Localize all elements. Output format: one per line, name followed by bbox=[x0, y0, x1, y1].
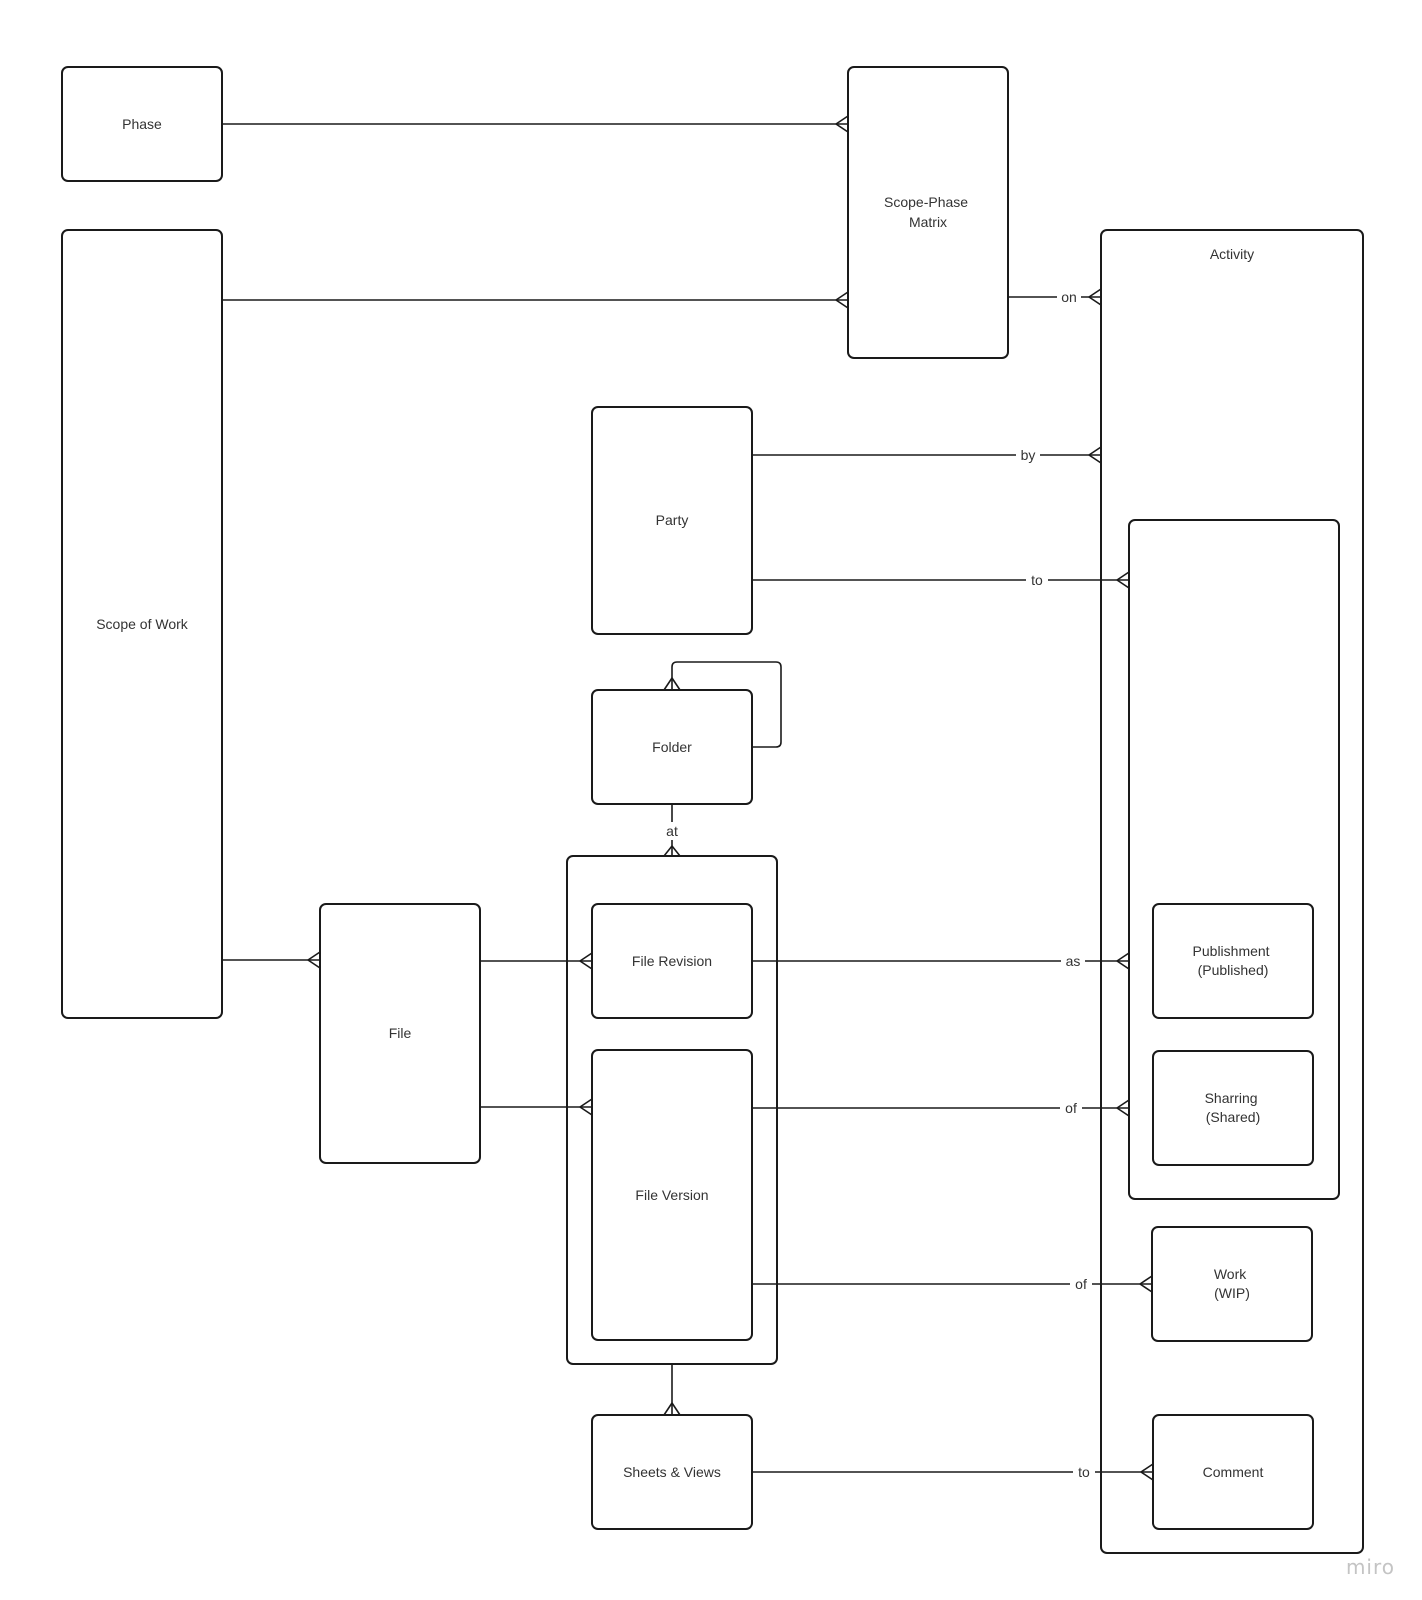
scope-phase-matrix-label: Scope-Phase Matrix bbox=[884, 194, 972, 230]
scope-of-work-entity[interactable] bbox=[61, 229, 223, 1019]
entity-boxes bbox=[61, 66, 1364, 1554]
publishment-label: Publishment (Published) bbox=[1193, 943, 1274, 978]
file-label: File bbox=[389, 1025, 412, 1041]
rel-label-of: of bbox=[1065, 1100, 1077, 1116]
work-label: Work (WIP) bbox=[1214, 1266, 1250, 1301]
publishment-entity[interactable] bbox=[1152, 903, 1314, 1019]
rel-label-on: on bbox=[1061, 289, 1077, 305]
crows-foot-icon bbox=[1139, 1275, 1153, 1293]
crows-foot-icon bbox=[579, 952, 593, 970]
crows-foot-icon bbox=[307, 951, 321, 969]
crows-foot-icon bbox=[1088, 446, 1102, 464]
crows-foot-icon bbox=[1116, 571, 1130, 589]
phase-label: Phase bbox=[122, 116, 162, 132]
miro-watermark: miro bbox=[1346, 1555, 1395, 1579]
rel-label-by: by bbox=[1021, 447, 1036, 463]
activity-label: Activity bbox=[1210, 246, 1254, 262]
party-label: Party bbox=[656, 512, 689, 528]
sharing-label: Sharring (Shared) bbox=[1205, 1090, 1262, 1125]
file-revision-label: File Revision bbox=[632, 953, 712, 969]
file-version-label: File Version bbox=[635, 1187, 708, 1203]
crows-foot-icon bbox=[1116, 1099, 1130, 1117]
entity-labels: Phase Scope-Phase Matrix Scope of Work A… bbox=[96, 116, 1274, 1480]
crows-foot-icon bbox=[663, 677, 681, 691]
folder-self-reference-line[interactable] bbox=[671, 661, 782, 748]
publication-group[interactable] bbox=[1128, 519, 1340, 1200]
party-entity[interactable] bbox=[591, 406, 753, 635]
file-entity[interactable] bbox=[319, 903, 481, 1164]
crows-foot-icon bbox=[663, 1402, 681, 1416]
rel-label-of: of bbox=[1075, 1276, 1087, 1292]
scope-phase-matrix-entity[interactable] bbox=[847, 66, 1009, 359]
rel-label-to: to bbox=[1078, 1464, 1090, 1480]
relationship-labels: on by to at as of of to bbox=[662, 288, 1095, 1481]
crows-foot-markers bbox=[307, 115, 1154, 1481]
rel-label-as: as bbox=[1066, 953, 1081, 969]
file-version-entity[interactable] bbox=[591, 1049, 753, 1341]
crows-foot-icon bbox=[1116, 952, 1130, 970]
crows-foot-icon bbox=[835, 291, 849, 309]
work-entity[interactable] bbox=[1151, 1226, 1313, 1342]
comment-label: Comment bbox=[1203, 1464, 1264, 1480]
sheets-views-label: Sheets & Views bbox=[623, 1464, 721, 1480]
crows-foot-icon bbox=[1140, 1463, 1154, 1481]
folder-label: Folder bbox=[652, 739, 692, 755]
sharing-entity[interactable] bbox=[1152, 1050, 1314, 1166]
crows-foot-icon bbox=[663, 845, 681, 857]
rel-label-at: at bbox=[666, 823, 678, 839]
scope-of-work-label: Scope of Work bbox=[96, 616, 189, 632]
crows-foot-icon bbox=[579, 1098, 593, 1116]
crows-foot-icon bbox=[1088, 288, 1102, 306]
crows-foot-icon bbox=[835, 115, 849, 133]
rel-label-to: to bbox=[1031, 572, 1043, 588]
